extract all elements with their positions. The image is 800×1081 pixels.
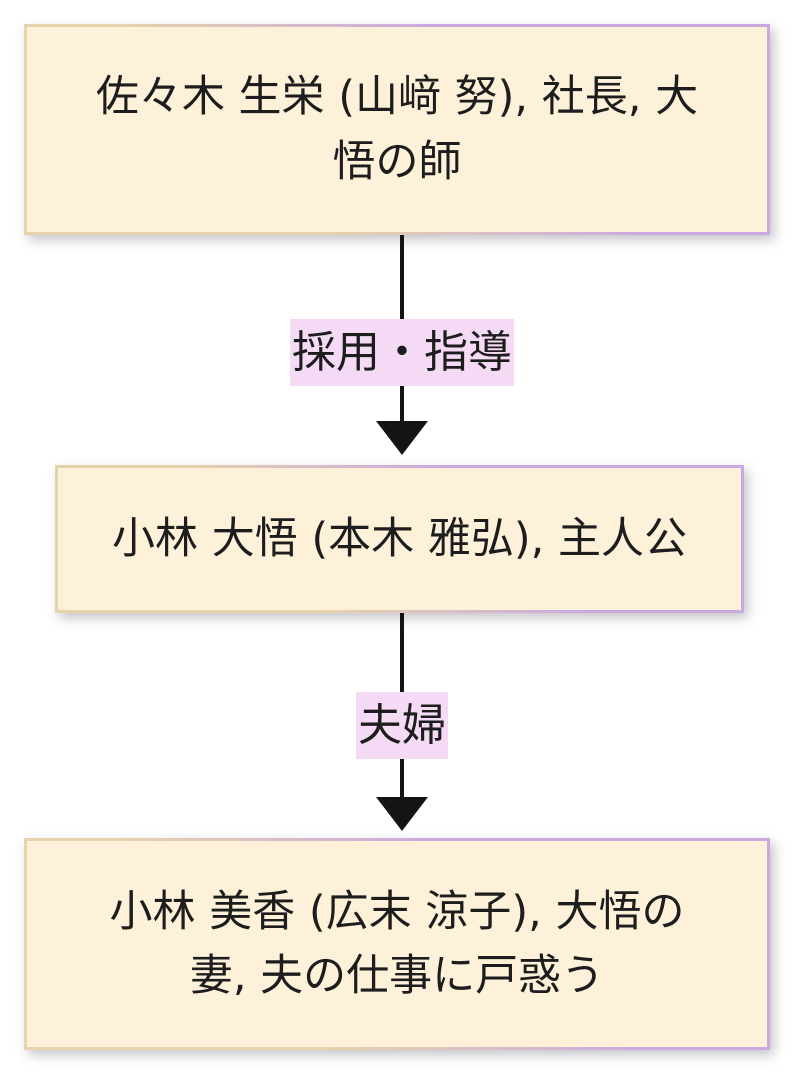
node-mika-label: 小林 美香 (広末 涼子), 大悟の 妻, 夫の仕事に戸惑う: [109, 886, 685, 1002]
node-sasaki-label: 佐々木 生栄 (山﨑 努), 社長, 大 悟の師: [95, 72, 699, 187]
arrowhead-down-icon: [376, 421, 428, 455]
edge-daigo-mika-label: 夫婦: [356, 692, 448, 759]
edge-sasaki-daigo-label: 採用・指導: [290, 319, 514, 386]
node-mika: 小林 美香 (広末 涼子), 大悟の 妻, 夫の仕事に戸惑う: [24, 838, 770, 1050]
arrowhead-down-icon: [376, 797, 428, 831]
node-sasaki: 佐々木 生栄 (山﨑 努), 社長, 大 悟の師: [24, 24, 770, 235]
node-daigo: 小林 大悟 (本木 雅弘), 主人公: [55, 465, 744, 613]
node-daigo-label: 小林 大悟 (本木 雅弘), 主人公: [112, 513, 687, 564]
